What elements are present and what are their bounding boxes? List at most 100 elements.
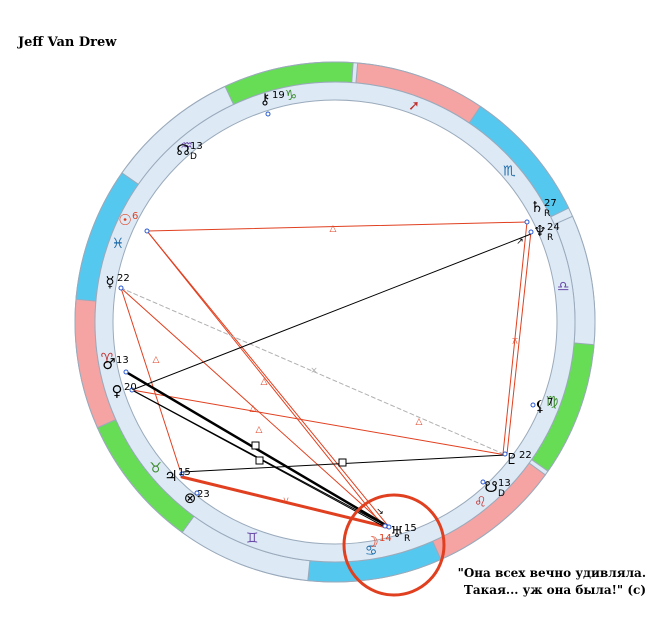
pluto-icon: ♇: [505, 450, 518, 468]
planet-degree: 14: [379, 533, 392, 544]
planet-degree: 22: [519, 450, 532, 461]
planet-position-dot: [524, 219, 530, 225]
aspect-venus-neptune: [131, 233, 532, 391]
planet-glyphs: ⚷19☊13D☉6♄27R♆24R☿22♂13♀20⚸7♇22☋13D♃15⊗2…: [102, 90, 559, 551]
planet-position-dot: [528, 229, 534, 235]
planet-degree: 13: [498, 478, 511, 489]
planet-degree: 19: [272, 90, 285, 101]
sign-glyph-sagittarius: ➚: [408, 98, 420, 114]
chiron-icon: ⚷: [260, 90, 271, 108]
planet-jupiter: ♃15: [164, 467, 190, 485]
quote-caption: "Она всех вечно удивляла. Такая... уж он…: [436, 565, 646, 599]
planet-degree: 24: [547, 222, 560, 233]
planet-degree: 15: [404, 523, 417, 534]
planet-saturn: ♄27R: [524, 198, 557, 225]
south-node-icon: ☋: [484, 478, 497, 496]
planet-lilith: ⚸7: [530, 397, 553, 415]
sign-glyph-virgo: ♍: [546, 394, 559, 410]
square-marker: [251, 441, 260, 450]
lilith-icon: ⚸: [535, 397, 546, 415]
mercury-icon: ☿: [105, 273, 114, 291]
planet-degree: 27: [544, 198, 557, 209]
fortune-icon: ⊗: [184, 489, 197, 507]
planet-mercury: ☿22: [105, 273, 129, 291]
quote-line-1: "Она всех вечно удивляла.: [457, 566, 646, 580]
planet-degree: 13: [190, 141, 203, 152]
planet-neptune: ♆24R: [528, 222, 560, 243]
planet-fortune: ⊗23: [184, 489, 210, 507]
neptune-icon: ♆: [533, 222, 546, 240]
planet-position-dot: [144, 228, 150, 234]
uranus-icon: ♅: [390, 523, 403, 541]
planet-position-dot: [194, 490, 200, 496]
planet-position-dot: [118, 285, 124, 291]
moon-icon: ☽: [365, 533, 378, 551]
aspect-mercury-moon: [120, 287, 388, 528]
trine-marker: △: [153, 355, 160, 365]
planet-position-dot: [123, 369, 129, 375]
trine-marker: △: [330, 224, 337, 234]
planet-degree: 13: [116, 355, 129, 366]
planet-degree: 20: [124, 382, 137, 393]
planet-degree: 23: [197, 489, 210, 500]
planet-mars: ♂13: [102, 355, 129, 375]
sign-glyph-scorpio: ♏: [503, 163, 516, 179]
quincunx-marker: ⚻: [512, 337, 518, 347]
saturn-icon: ♄: [530, 198, 543, 216]
north-node-icon: ☊: [176, 141, 189, 159]
chart-title: Jeff Van Drew: [18, 35, 117, 50]
planet-motion-flag: R: [544, 209, 550, 219]
planet-motion-flag: D: [190, 152, 197, 162]
aspect-sun-moon-a: [146, 230, 390, 528]
square-marker: [255, 456, 264, 465]
planet-position-dot: [530, 402, 536, 408]
trine-marker: △: [261, 377, 268, 387]
planet-degree: 22: [117, 273, 130, 284]
planet-pluto: ♇22: [502, 450, 532, 468]
planet-moon: ☽14: [365, 523, 392, 551]
planet-position-dot: [382, 523, 388, 529]
highlight-circle: [342, 493, 446, 597]
planet-venus: ♀20: [112, 382, 137, 400]
square-marker: [338, 458, 347, 467]
planet-sun: ☉6: [118, 211, 150, 234]
aspect-markers: △ △ △ △ △ △ ⚻ ⚺ × ↗ ↘: [153, 224, 524, 517]
sign-glyph-aries: ♈: [101, 351, 114, 367]
planet-position-dot: [179, 471, 185, 477]
aspect-saturn-pluto-b: [506, 230, 532, 455]
sign-glyph-capricorn: ♑: [285, 88, 298, 104]
sun-icon: ☉: [118, 211, 131, 229]
sign-glyph-pisces: ♓: [112, 236, 125, 252]
jupiter-icon: ♃: [164, 467, 177, 485]
planet-motion-flag: R: [547, 233, 553, 243]
trine-marker: △: [250, 404, 257, 414]
aspect-end-marker: ↘: [376, 507, 384, 517]
planet-uranus: ♅15R: [386, 523, 417, 544]
zodiac-sign-glyphs: ♑➚♏♎♍♌♋♊♉♈♓♒: [101, 88, 570, 559]
semisextile-marker: ⚺: [283, 496, 289, 506]
venus-icon: ♀: [112, 382, 123, 400]
quote-line-2: Такая... уж она была!" (с): [463, 583, 646, 597]
planet-position-dot: [502, 451, 508, 457]
aspect-sun-saturn: [146, 221, 528, 232]
mars-icon: ♂: [102, 355, 115, 373]
planet-position-dot: [480, 479, 486, 485]
planet-chiron: ⚷19: [260, 90, 285, 117]
sign-glyph-gemini: ♊: [246, 531, 259, 547]
aspect-mercury-jupiter: [120, 287, 181, 471]
planet-position-dot: [129, 387, 135, 393]
aspect-saturn-pluto-a: [502, 221, 528, 455]
aspect-mercury-pluto: [120, 287, 507, 456]
sign-glyph-aquarius: ♒: [180, 138, 193, 154]
trine-marker: △: [256, 425, 263, 435]
aspect-venus-pluto: [131, 389, 507, 456]
planet-degree: 7: [547, 397, 553, 408]
planet-north-node: ☊13D: [176, 141, 202, 162]
aspect-sun-moon-b: [146, 230, 384, 527]
sign-glyph-cancer: ♋: [365, 543, 378, 559]
aspect-end-marker: ↗: [516, 237, 524, 247]
planet-degree: 15: [178, 467, 191, 478]
sign-glyph-libra: ♎: [557, 279, 570, 295]
sign-glyph-leo: ♌: [474, 495, 487, 511]
